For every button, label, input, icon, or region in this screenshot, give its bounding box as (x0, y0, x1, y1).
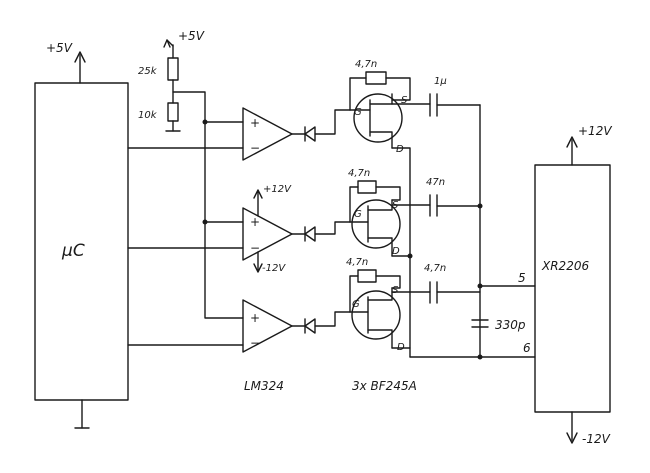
opamp-pos-supply-arrow (253, 189, 263, 199)
jfet-1-d-label: D (396, 144, 404, 155)
ic-label: XR2206 (541, 259, 589, 273)
res-1-right-wire (385, 77, 411, 101)
junction-drain-2 (407, 253, 413, 259)
junction-pin6 (477, 354, 483, 360)
opamp-part-label: LM324 (244, 379, 284, 393)
res-3-left-wire (349, 275, 359, 313)
pin6-label: 6 (523, 341, 531, 355)
opamp-2-minus: − (250, 241, 260, 255)
opamp-pos-supply-label: +12V (263, 184, 292, 195)
jfet-3-g-label: G (352, 299, 360, 310)
jfet-1 (353, 93, 403, 143)
res-3-label: 4,7n (346, 257, 368, 268)
ic-pos-supply-label: +12V (578, 124, 612, 138)
wire-diode3-gate (314, 311, 351, 327)
jfet-1-s-label: S (401, 95, 408, 106)
jfet-1-g-label: G (354, 107, 362, 118)
res-1-label: 4,7n (355, 59, 377, 70)
res-2-right-wire (375, 186, 401, 201)
opamp-3 (242, 299, 293, 353)
xr2206-box (534, 164, 611, 413)
jfet-2-g-label: G (354, 209, 362, 220)
resistor-25k (167, 57, 179, 81)
opamp-3-minus: − (250, 336, 260, 350)
cap-2-label: 47n (426, 177, 445, 188)
mcu-supply-label: +5V (46, 41, 73, 55)
jfet-3 (351, 290, 401, 340)
jfet-2-d-label: D (392, 246, 400, 257)
opamp-3-plus: + (250, 311, 260, 325)
resistor-2 (357, 180, 377, 194)
jfet-1-source (369, 93, 393, 105)
diode-3 (304, 318, 316, 334)
opamp-1 (242, 107, 293, 161)
pot-supply-arrow (163, 39, 171, 48)
diode-1 (304, 126, 316, 142)
resistor-3 (357, 269, 377, 283)
junction-ref-1 (202, 119, 208, 125)
jfet-3-drain (367, 329, 393, 349)
pot-supply-stub (166, 39, 174, 47)
cap-330p-label: 330p (495, 318, 526, 332)
junction-ref-2 (202, 219, 208, 225)
mcu-supply-arrow (74, 51, 86, 63)
pin5-label: 5 (518, 271, 526, 285)
opamp-2-plus: + (250, 215, 260, 229)
r25k-label: 25k (138, 66, 158, 77)
mcu-label: µC (61, 241, 85, 261)
opamp-1-minus: − (250, 141, 260, 155)
jfet-2 (351, 199, 401, 249)
opamp-neg-supply-label: -12V (262, 263, 286, 274)
cap-1-label: 1µ (434, 76, 447, 87)
jfet-2-source (367, 199, 393, 211)
res-1-left-wire (349, 77, 367, 111)
jfet-2-drain (367, 237, 393, 257)
jfet-2-s-label: S (392, 200, 399, 211)
diode-2 (304, 226, 316, 242)
wire-diode1-gate (314, 109, 351, 135)
pot-supply-label: +5V (178, 29, 205, 43)
res-3-right-wire (375, 275, 401, 289)
resistor-1 (365, 71, 387, 85)
res-2-left-wire (349, 186, 359, 223)
drain-bus (391, 147, 411, 358)
jfet-3-s-label: S (392, 285, 399, 296)
opamp-1-plus: + (250, 116, 260, 130)
ic-neg-supply-label: -12V (582, 432, 611, 446)
wire-diode2-gate (314, 221, 351, 235)
fet-part-label: 3x BF245A (352, 379, 417, 393)
jfet-1-drain (369, 131, 393, 149)
opamp-2 (242, 207, 293, 261)
jfet-3-d-label: D (397, 342, 405, 353)
ic-pos-supply-arrow (566, 136, 578, 148)
junction-bus-2 (477, 203, 483, 209)
resistor-10k (167, 102, 179, 122)
reference-bus (172, 91, 244, 319)
cap-3-label: 4,7n (424, 263, 446, 274)
opamp-neg-supply-arrow (253, 263, 263, 273)
ic-neg-supply-arrow (566, 432, 578, 444)
r10k-label: 10k (138, 110, 158, 121)
res-2-label: 4,7n (348, 168, 370, 179)
